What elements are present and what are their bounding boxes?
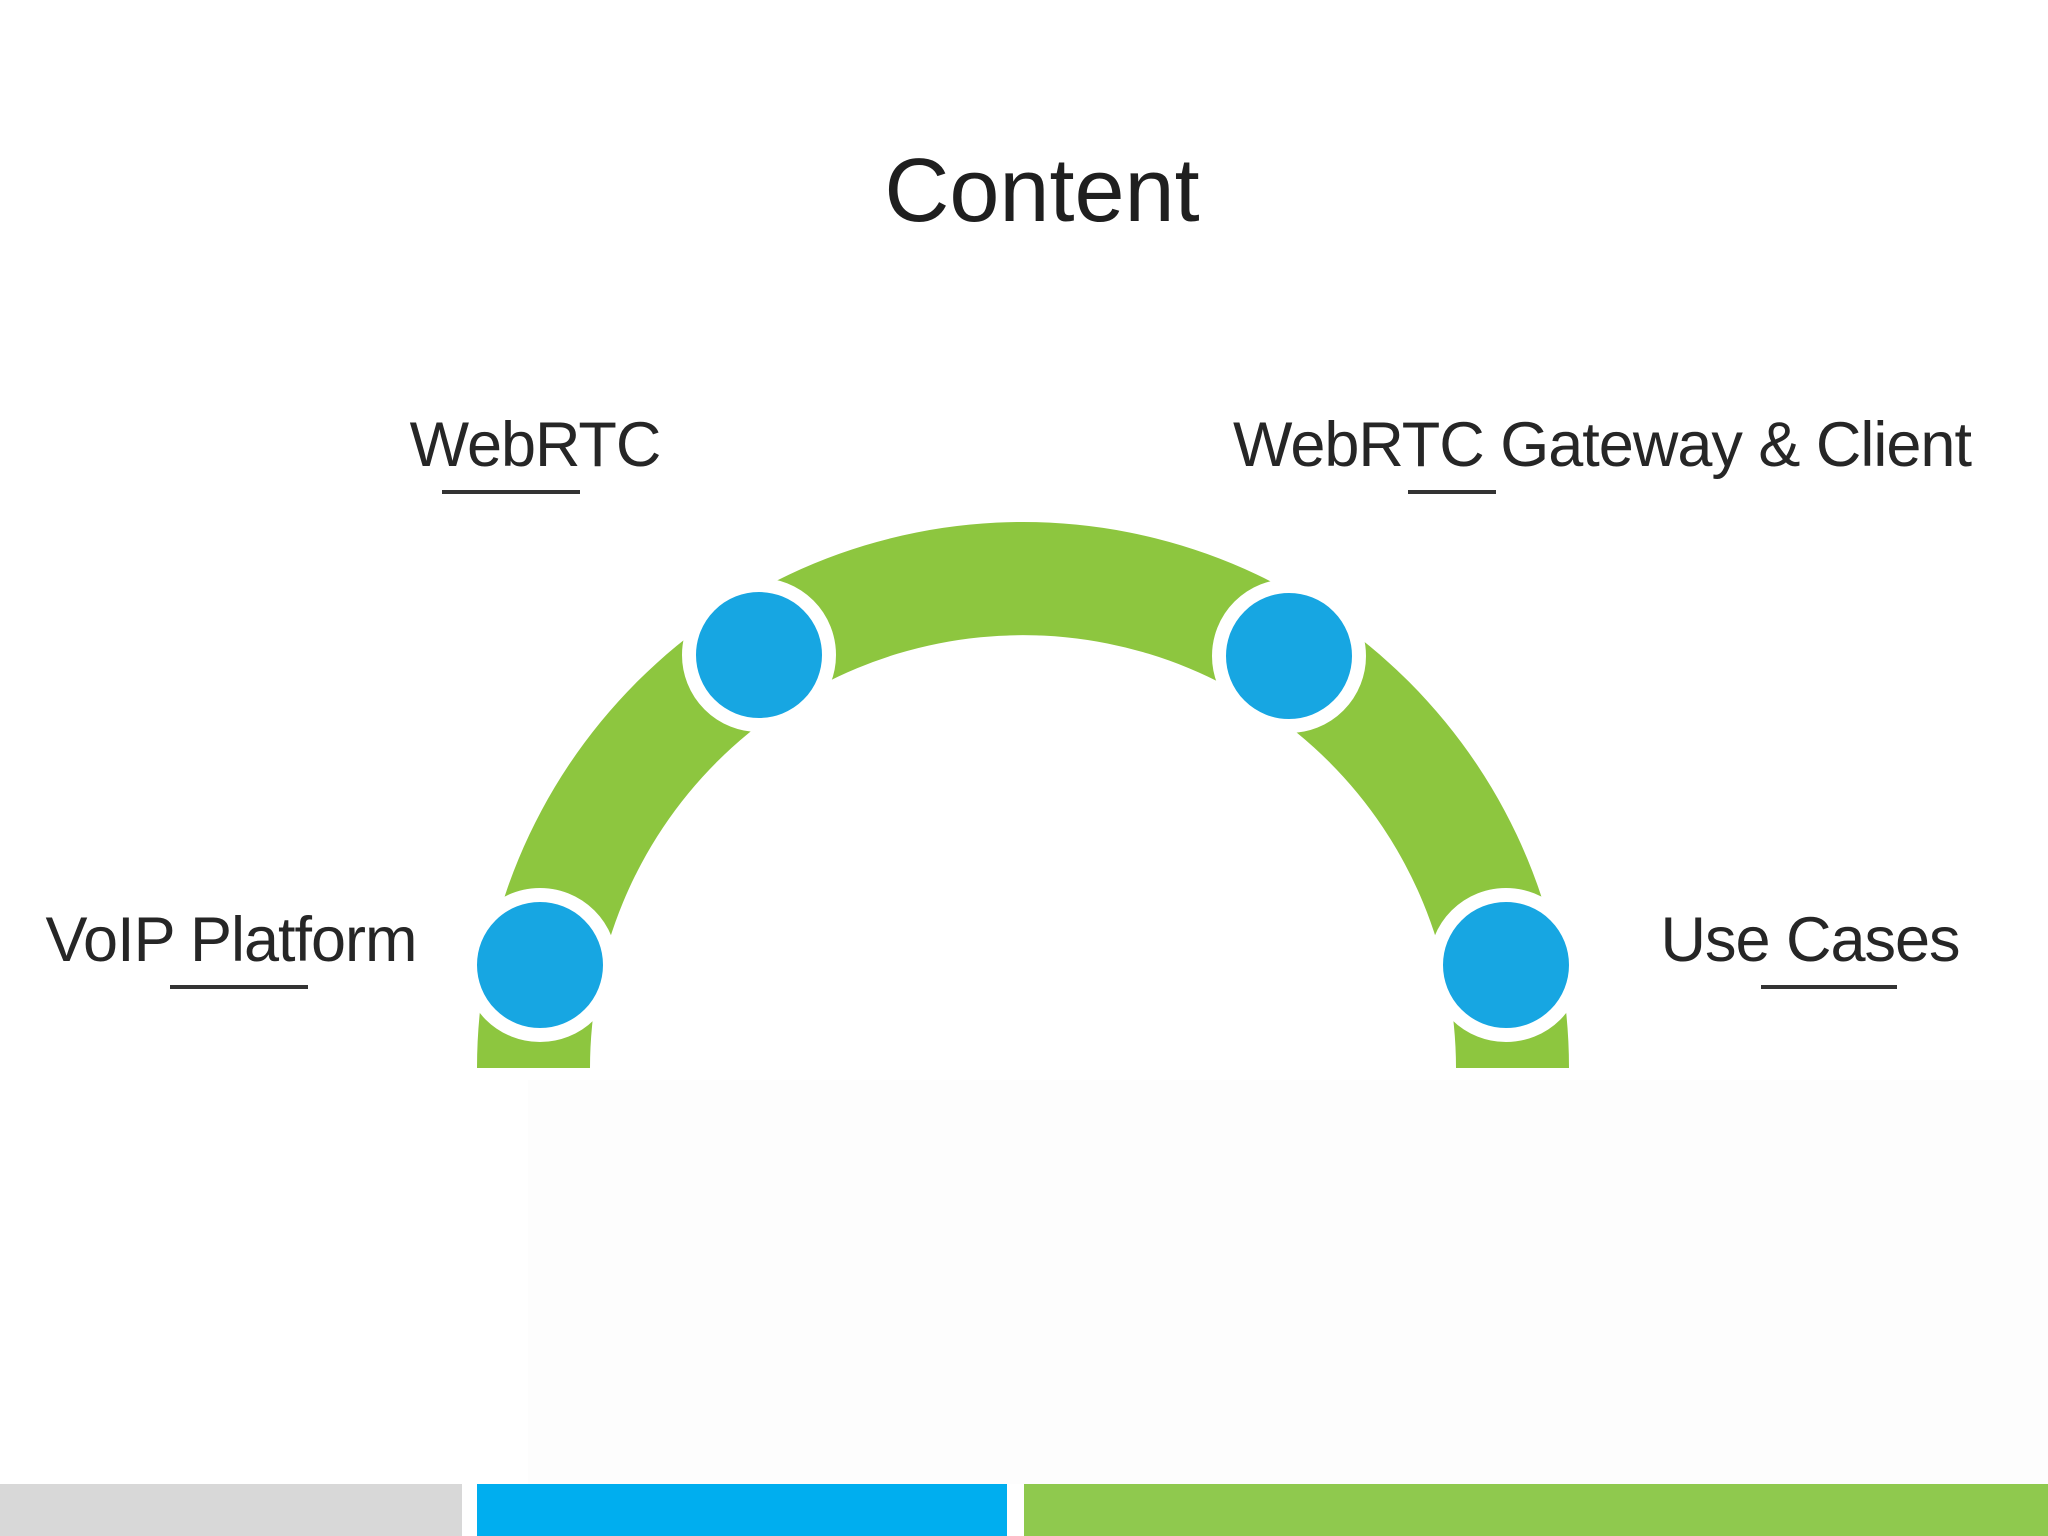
label-webrtc-gateway-client-underline <box>1408 490 1496 494</box>
node-circle-gateway <box>1212 579 1366 733</box>
label-voip-platform-underline <box>170 985 308 989</box>
label-webrtc-underline <box>442 490 580 494</box>
footer-bar-blue <box>477 1484 1007 1536</box>
node-circle-voip <box>463 888 617 1042</box>
label-use-cases-underline <box>1761 985 1897 989</box>
node-circle-webrtc <box>682 578 836 732</box>
footer-bar-green <box>1024 1484 2048 1536</box>
arc-ring <box>477 522 1569 1068</box>
footer-bar-gray <box>0 1484 462 1536</box>
slide-title: Content <box>884 141 1200 241</box>
node-circle-usecases <box>1429 888 1583 1042</box>
label-webrtc-gateway-client[interactable]: WebRTC Gateway & Client <box>1233 410 1972 480</box>
label-voip-platform[interactable]: VoIP Platform <box>45 905 417 975</box>
label-use-cases[interactable]: Use Cases <box>1660 905 1960 975</box>
background-tint <box>528 1080 2048 1484</box>
label-webrtc[interactable]: WebRTC <box>409 410 662 480</box>
